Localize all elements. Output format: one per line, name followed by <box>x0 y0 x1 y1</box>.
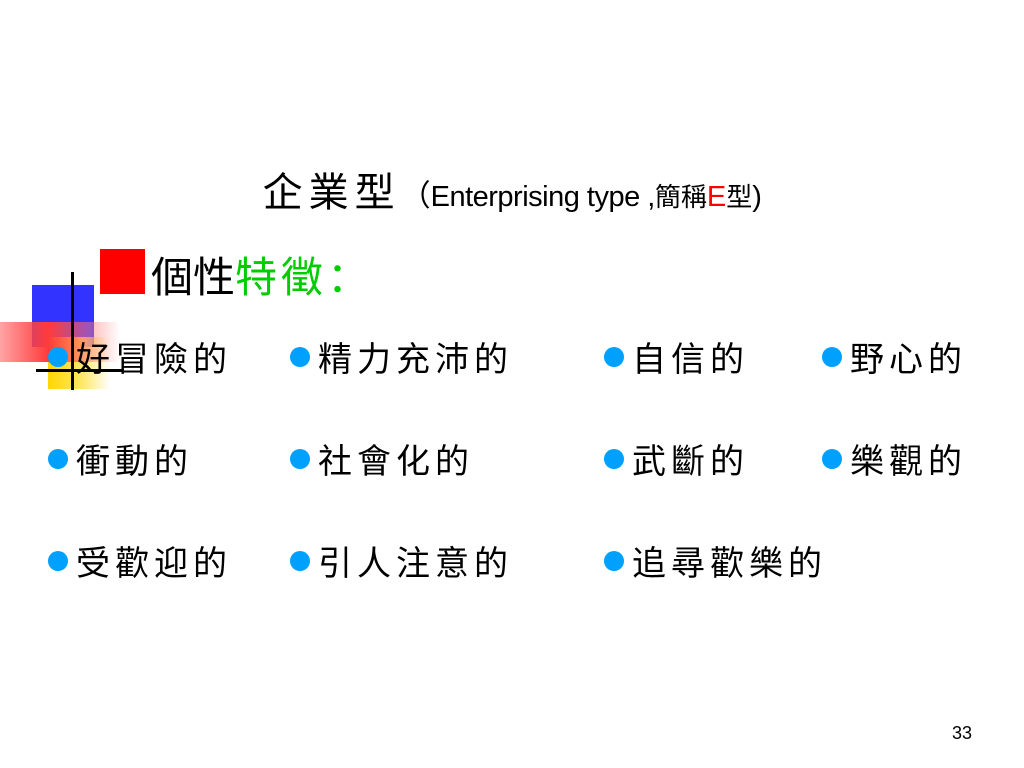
circle-bullet-icon <box>48 448 68 469</box>
trait-text: 精力充沛的 <box>318 340 513 380</box>
title-close-paren: ) <box>752 181 762 213</box>
trait-text: 受歡迎的 <box>76 544 232 584</box>
trait-item: 精力充沛的 <box>290 332 513 381</box>
trait-item: 受歡迎的 <box>48 536 232 585</box>
title-main: 企業型 <box>262 170 401 216</box>
trait-text: 好冒險的 <box>76 340 232 380</box>
trait-item: 好冒險的 <box>48 332 232 381</box>
trait-item: 樂觀的 <box>822 434 967 483</box>
trait-item: 武斷的 <box>604 434 749 483</box>
square-bullet-icon <box>100 249 145 294</box>
page-number: 33 <box>951 723 972 743</box>
decor-vertical-line <box>71 272 74 390</box>
trait-item: 社會化的 <box>290 434 474 483</box>
circle-bullet-icon <box>48 550 68 571</box>
trait-item: 追尋歡樂的 <box>604 536 827 585</box>
circle-bullet-icon <box>604 346 624 367</box>
trait-text: 武斷的 <box>632 442 749 482</box>
heading-highlight: 特徵： <box>235 253 374 302</box>
decor-horizontal-line <box>36 369 122 372</box>
circle-bullet-icon <box>822 448 842 469</box>
trait-text: 衝動的 <box>76 442 193 482</box>
trait-text: 引人注意的 <box>318 544 513 584</box>
title-suffix: 型 <box>726 183 753 213</box>
title-short: 簡稱 <box>654 183 707 213</box>
circle-bullet-icon <box>290 550 310 571</box>
trait-text: 野心的 <box>850 340 967 380</box>
trait-text: 自信的 <box>632 340 749 380</box>
trait-text: 追尋歡樂的 <box>632 544 827 584</box>
trait-item: 自信的 <box>604 332 749 381</box>
title-english: Enterprising type , <box>430 181 656 213</box>
circle-bullet-icon <box>290 448 310 469</box>
circle-bullet-icon <box>290 346 310 367</box>
title-letter: E <box>706 181 727 213</box>
trait-item: 野心的 <box>822 332 967 381</box>
circle-bullet-icon <box>604 550 624 571</box>
trait-item: 衝動的 <box>48 434 193 483</box>
trait-text: 樂觀的 <box>850 442 967 482</box>
section-heading: 個性特徵： <box>100 244 373 305</box>
circle-bullet-icon <box>48 346 68 367</box>
heading-label: 個性 <box>151 253 236 302</box>
circle-bullet-icon <box>604 448 624 469</box>
circle-bullet-icon <box>822 346 842 367</box>
slide-title: 企業型（Enterprising type ,簡稱E型) <box>0 160 1024 218</box>
title-open-paren: （ <box>400 179 431 214</box>
trait-item: 引人注意的 <box>290 536 513 585</box>
trait-text: 社會化的 <box>318 442 474 482</box>
